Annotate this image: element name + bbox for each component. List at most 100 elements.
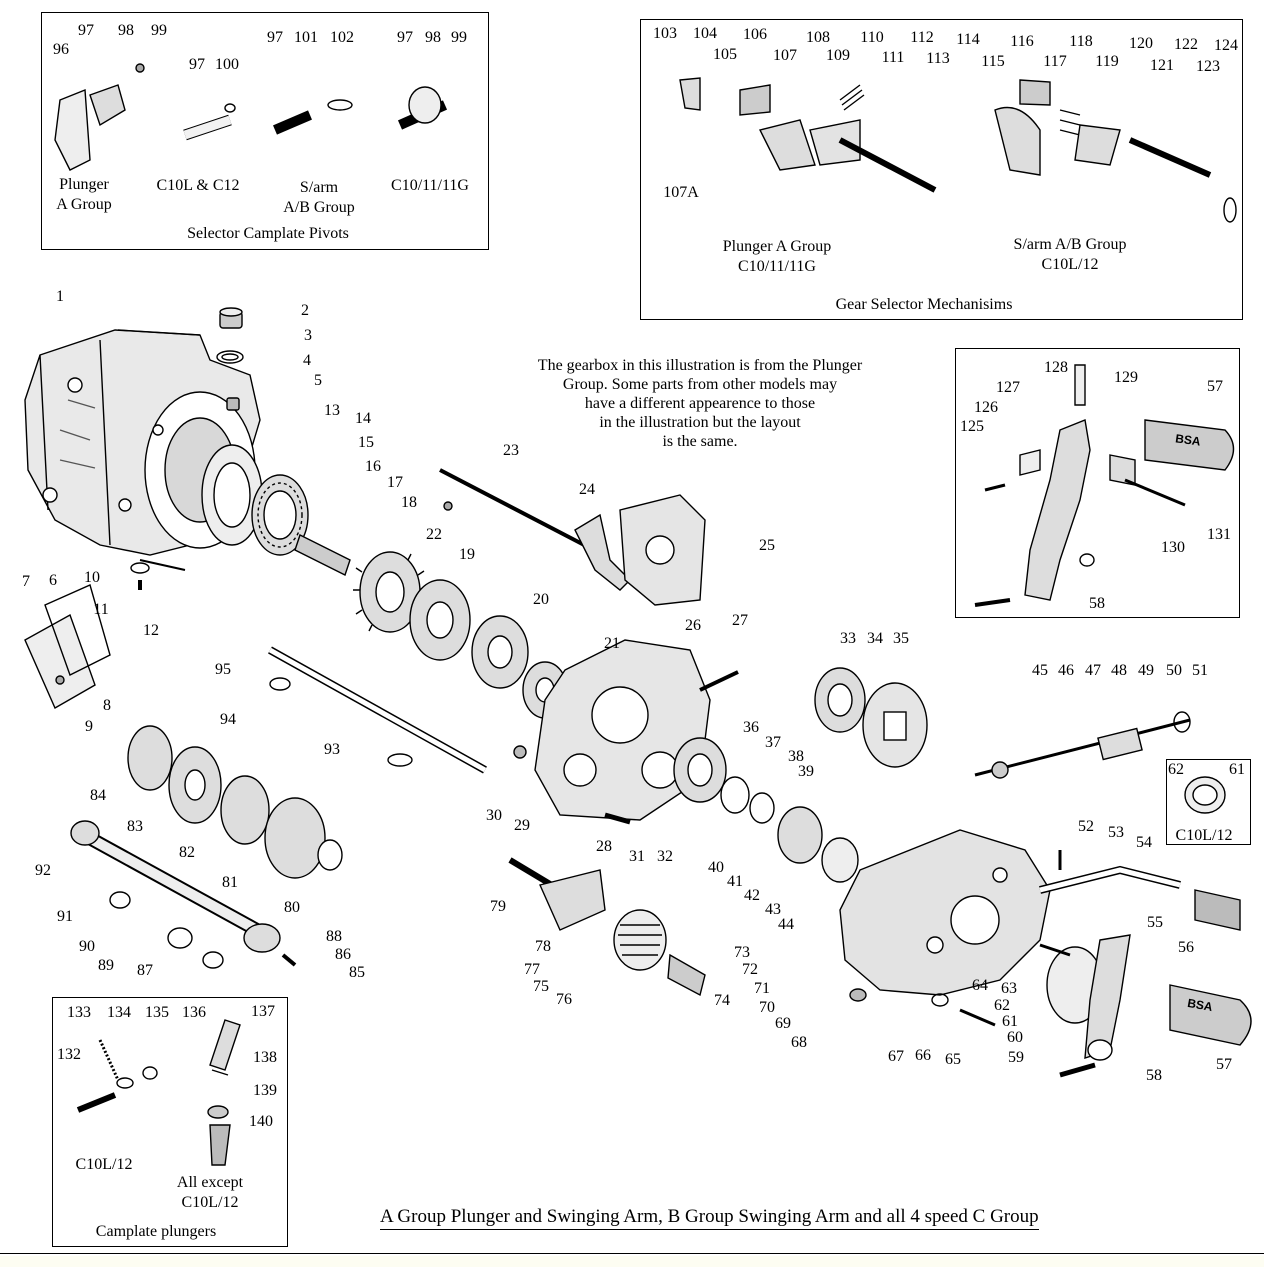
part-number-label: 93 <box>324 741 340 758</box>
selector-caption-left: Plunger A Group C10/11/11G <box>723 237 831 277</box>
part-number-label: 136 <box>182 1004 206 1021</box>
part-number-label: 126 <box>974 399 998 416</box>
selector-caption-line: C10/11/11G <box>738 258 816 275</box>
pivots-box <box>41 12 489 250</box>
part-number-label: 113 <box>926 50 950 67</box>
part-number-label: 1 <box>56 288 64 305</box>
note-line: Group. Some parts from other models may <box>562 376 838 393</box>
selector-box-title: Gear Selector Mechanisims <box>835 296 1013 313</box>
part-number-label: 112 <box>910 29 934 46</box>
outer-cover <box>839 829 1181 1027</box>
part-number-label: 12 <box>143 622 159 639</box>
part-number-label: 29 <box>514 817 530 834</box>
part-number-label: 74 <box>714 992 730 1009</box>
part-number-label: 81 <box>222 874 238 891</box>
part-number-label: 97 <box>189 56 205 73</box>
pivot-caption-sarm: S/arm A/B Group <box>283 178 355 218</box>
part-number-label: 84 <box>90 787 106 804</box>
selector-box <box>640 19 1243 320</box>
note-line: is the same. <box>662 433 738 450</box>
part-number-label: 9 <box>85 718 93 735</box>
part-number-label: 31 <box>629 848 645 865</box>
part-number-label: 68 <box>791 1034 807 1051</box>
cap-parts <box>1184 776 1226 814</box>
part-number-label: 38 <box>788 748 804 765</box>
part-number-label: 94 <box>220 711 236 728</box>
part-number-label: 50 <box>1166 662 1182 679</box>
part-number-label: 44 <box>778 916 794 933</box>
part-number-label: 57 <box>1207 378 1223 395</box>
part-number-label: 58 <box>1146 1067 1162 1084</box>
plunger-parts <box>76 1019 241 1166</box>
part-number-label: 10 <box>84 569 100 586</box>
part-number-label: 132 <box>57 1046 81 1063</box>
part-number-label: 123 <box>1196 58 1220 75</box>
part-number-label: 65 <box>945 1051 961 1068</box>
part-number-label: 131 <box>1207 526 1231 543</box>
part-number-label: 118 <box>1069 33 1093 50</box>
part-number-label: 88 <box>326 928 342 945</box>
part-number-label: 125 <box>960 418 984 435</box>
part-number-label: 64 <box>972 977 988 994</box>
part-number-label: 15 <box>358 434 374 451</box>
part-number-label: 102 <box>330 29 354 46</box>
pivot-caption-line: A Group <box>56 196 112 213</box>
part-number-label: 86 <box>335 946 351 963</box>
part-number-label: 70 <box>759 999 775 1016</box>
part-number-label: 30 <box>486 807 502 824</box>
part-number-label: 56 <box>1178 939 1194 956</box>
part-number-label: 97 <box>397 29 413 46</box>
part-number-label: 18 <box>401 494 417 511</box>
part-number-label: 100 <box>215 56 239 73</box>
selector-caption-right: S/arm A/B Group C10L/12 <box>1014 235 1127 275</box>
kickstart-ratchet <box>814 667 928 768</box>
part-number-label: 8 <box>103 697 111 714</box>
part-number-label: 117 <box>1043 53 1067 70</box>
part-number-label: 95 <box>215 661 231 678</box>
part-number-label: 108 <box>806 29 830 46</box>
note-line: in the illustration but the layout <box>599 414 801 431</box>
part-number-label: 80 <box>284 899 300 916</box>
part-number-label: 42 <box>744 887 760 904</box>
part-number-label: 61 <box>1229 761 1245 778</box>
part-number-label: 128 <box>1044 359 1068 376</box>
part-number-label: 36 <box>743 719 759 736</box>
part-number-label: 104 <box>693 25 717 42</box>
part-number-label: 25 <box>759 537 775 554</box>
filler-plug <box>216 307 244 411</box>
part-number-label: 3 <box>304 327 312 344</box>
layshaft <box>70 820 297 969</box>
pivot-caption-line: Plunger <box>59 176 109 193</box>
selector-rod-and-fork <box>439 468 706 606</box>
part-number-label: 76 <box>556 991 572 1008</box>
part-number-label: 121 <box>1150 57 1174 74</box>
part-number-label: 127 <box>996 379 1020 396</box>
plungers-caption-line: All except <box>176 1174 244 1191</box>
part-number-label: 33 <box>840 630 856 647</box>
part-number-label: 139 <box>253 1082 277 1099</box>
plungers-caption-left: C10L/12 <box>75 1156 133 1173</box>
pivot-caption-line: C10L & C12 <box>156 177 240 194</box>
plungers-caption-line: C10L/12 <box>181 1194 239 1211</box>
mainshaft <box>268 646 487 774</box>
part-number-label: 26 <box>685 617 701 634</box>
part-number-label: 62 <box>1168 761 1184 778</box>
pivot-caption-c10l: C10L & C12 <box>157 176 240 196</box>
part-number-label: 43 <box>765 901 781 918</box>
layshaft-gears <box>127 725 343 879</box>
part-number-label: 98 <box>425 29 441 46</box>
part-number-label: 124 <box>1214 37 1238 54</box>
part-number-label: 133 <box>67 1004 91 1021</box>
part-number-label: 111 <box>881 49 905 66</box>
part-number-label: 54 <box>1136 834 1152 851</box>
part-number-label: 32 <box>657 848 673 865</box>
part-number-label: 96 <box>53 41 69 58</box>
part-number-label: 41 <box>727 873 743 890</box>
part-number-label: 138 <box>253 1049 277 1066</box>
part-number-label: 52 <box>1078 818 1094 835</box>
sleeve-gear-stack <box>294 534 568 719</box>
pivots-box-title: Selector Camplate Pivots <box>187 225 349 242</box>
part-number-label: 92 <box>35 862 51 879</box>
footrest-rubbers <box>1169 889 1252 1046</box>
pivot-caption-line: S/arm <box>299 179 339 196</box>
